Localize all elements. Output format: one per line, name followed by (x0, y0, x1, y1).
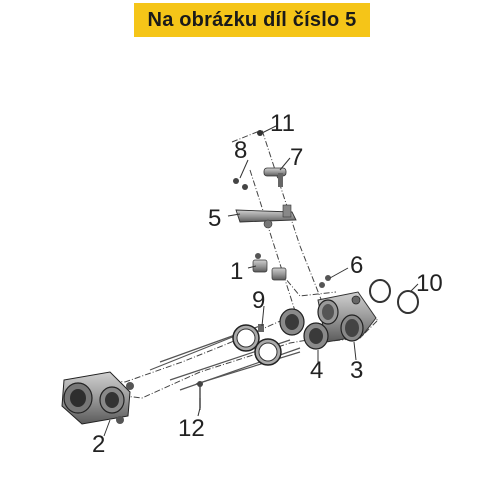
sleeves-part-4 (279, 308, 329, 350)
callout-2: 2 (92, 431, 105, 458)
screws-part-6 (319, 275, 331, 288)
callout-12: 12 (178, 415, 205, 442)
callout-9: 9 (252, 287, 265, 314)
callout-4: 4 (310, 357, 323, 384)
title-text: Na obrázku díl číslo 5 (147, 8, 357, 31)
callout-11: 11 (270, 110, 295, 137)
callout-5: 5 (208, 205, 221, 232)
callout-6: 6 (350, 252, 363, 279)
sensor-part-7 (257, 130, 287, 187)
manifold-part-3 (317, 291, 377, 343)
callout-10: 10 (416, 270, 443, 297)
callout-labels: 11 8 7 5 1 6 10 9 4 3 12 2 (92, 110, 443, 458)
callout-7: 7 (290, 144, 303, 171)
sensors-part-1 (252, 253, 287, 281)
callout-8: 8 (234, 137, 247, 164)
bolts-part-8 (233, 178, 248, 190)
bolt-lines (149, 325, 301, 410)
callout-3: 3 (350, 357, 363, 384)
fuel-rail-part-5 (235, 204, 297, 229)
title-banner: Na obrázku díl číslo 5 (134, 3, 370, 37)
clamps-part-9 (232, 324, 282, 366)
orings-part-10 (369, 279, 419, 314)
bolt-part-12 (197, 381, 203, 408)
throttle-body-part-2 (61, 371, 134, 425)
leader-lines (103, 125, 419, 437)
callout-1: 1 (230, 258, 243, 285)
